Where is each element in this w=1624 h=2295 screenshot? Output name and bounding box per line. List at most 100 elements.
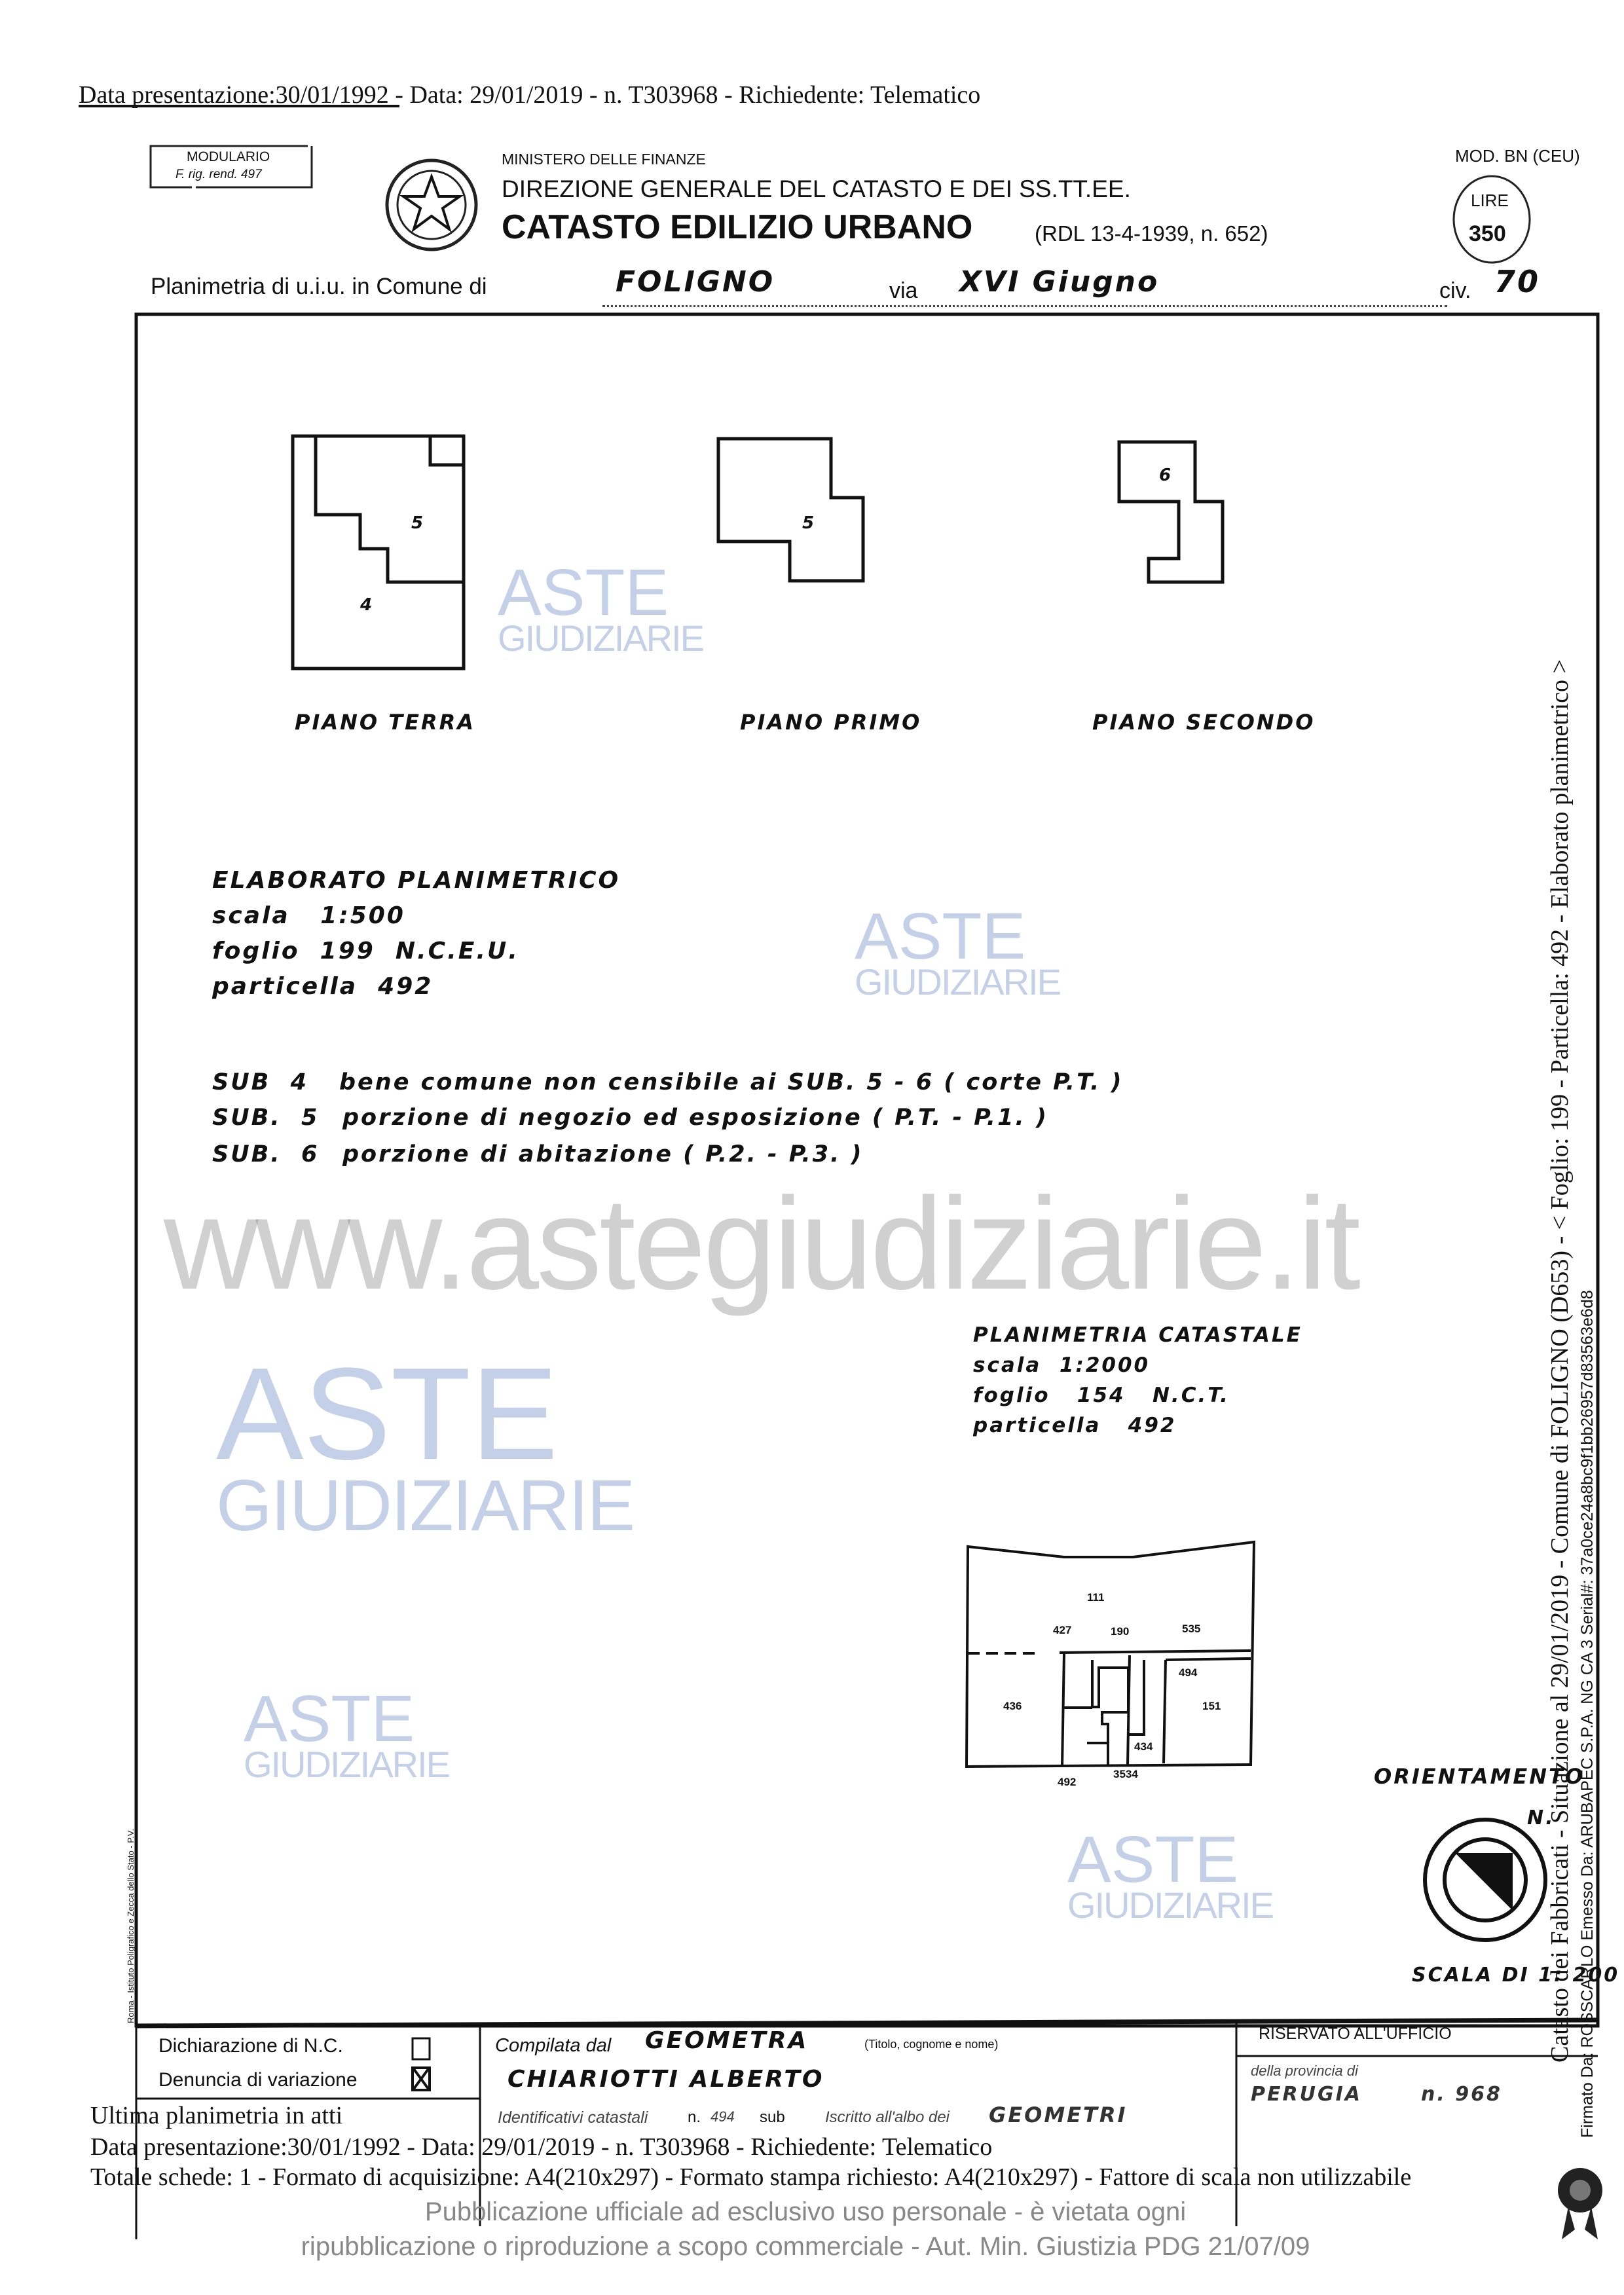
orientation-label: ORIENTAMENTO	[1374, 1764, 1585, 1789]
catastale-foglio: foglio 154 N.C.T.	[973, 1384, 1230, 1407]
map-parcel-label: 492	[1058, 1776, 1077, 1788]
n-value: 494	[710, 2108, 735, 2125]
iscritto-value: GEOMETRI	[989, 2102, 1128, 2127]
overlay-data-line: Data presentazione:30/01/1992 - Data: 29…	[90, 2133, 993, 2161]
watermark-line: GIUDIZIARIE	[244, 1744, 451, 1785]
sub-code: SUB 4	[212, 1069, 309, 1095]
provincia-label: della provincia di	[1251, 2063, 1358, 2079]
floor-plans	[291, 434, 1225, 670]
map-parcel-label: 3534	[1113, 1768, 1138, 1780]
stamp-lire: LIRE	[1471, 191, 1509, 210]
scale-footer: SCALA DI 1: 200	[1412, 1964, 1620, 1987]
north-label: N.	[1527, 1807, 1555, 1829]
direction: DIREZIONE GENERALE DEL CATASTO E DEI SS.…	[502, 175, 1131, 202]
elaborato-title: ELABORATO PLANIMETRICO	[212, 867, 621, 894]
north-arrow-icon	[1423, 1818, 1547, 1942]
watermark-line: GIUDIZIARIE	[855, 961, 1061, 1002]
cadastral-map	[965, 1540, 1256, 1769]
unit-label: 5	[802, 513, 817, 533]
titolo-hint: (Titolo, cognome e nome)	[864, 2038, 999, 2051]
numero-value: n. 968	[1421, 2083, 1502, 2106]
via-label: via	[889, 278, 918, 303]
legal-notice-2: ripubblicazione o riproduzione a scopo c…	[301, 2232, 1310, 2261]
law-ref: (RDL 13-4-1939, n. 652)	[1035, 221, 1268, 246]
identificativi-label: Identificativi catastali	[498, 2108, 648, 2127]
sub-desc: bene comune non censibile ai SUB. 5 - 6 …	[339, 1069, 1124, 1095]
main-frame	[134, 312, 1600, 2028]
map-parcel-label: 436	[1003, 1700, 1022, 1712]
civ-value: 70	[1494, 264, 1541, 299]
stamp-circle	[1452, 175, 1531, 264]
sub-code: SUB. 5	[212, 1105, 320, 1131]
plan-label: Planimetria di u.i.u. in Comune di	[151, 274, 487, 299]
unit-label: 6	[1159, 466, 1173, 485]
map-parcel-label: 427	[1053, 1624, 1072, 1636]
catastale-particella: particella 492	[973, 1414, 1177, 1437]
seal-icon	[1558, 2168, 1602, 2239]
legal-notice-1: Pubblicazione ufficiale ad esclusivo uso…	[424, 2197, 1187, 2226]
stamp-value: 350	[1469, 221, 1506, 246]
catastale-scale: scala 1:2000	[973, 1353, 1151, 1377]
emblem-icon	[385, 158, 478, 251]
iscritto-label: Iscritto all'albo dei	[825, 2108, 950, 2126]
map-parcel-label: 494	[1179, 1666, 1198, 1679]
elaborato-particella: particella 492	[212, 973, 434, 1000]
ministry: MINISTERO DELLE FINANZE	[502, 151, 706, 168]
map-parcel-label: 190	[1111, 1625, 1130, 1638]
comune-value: FOLIGNO	[616, 265, 775, 299]
modulario-label: MODULARIO	[187, 149, 270, 164]
side-firmato-text: Firmato Da: ROSSCARLO Emesso Da: ARUBAPE…	[1578, 1290, 1596, 2138]
header-top-line: Data presentazione:30/01/1992 - Data: 29…	[79, 81, 981, 109]
watermark-line: GIUDIZIARIE	[498, 617, 705, 659]
side-catasto-text: Catasto dei Fabbricati - Situazione al 2…	[1546, 659, 1574, 2063]
elaborato-scale: scala 1:500	[212, 902, 405, 929]
watermark-line: GIUDIZIARIE	[216, 1465, 635, 1546]
map-parcel-label: 535	[1182, 1623, 1201, 1635]
map-parcel-label: 434	[1134, 1740, 1153, 1753]
elaborato-foglio: foglio 199 N.C.E.U.	[212, 938, 519, 964]
floor-label-primo: PIANO PRIMO	[740, 710, 922, 735]
watermark-line: ASTE	[244, 1682, 415, 1755]
compilata-label: Compilata dal	[495, 2035, 612, 2056]
modulario-ref: F. rig. rend. 497	[175, 168, 262, 181]
watermark-line: ASTE	[498, 556, 669, 629]
ultima-planimetria: Ultima planimetria in atti	[90, 2102, 343, 2129]
map-parcel-label: 151	[1202, 1700, 1221, 1712]
unit-label: 4	[360, 595, 375, 615]
watermark-line: ASTE	[1067, 1823, 1239, 1896]
unit-label: 5	[411, 513, 426, 533]
qualifica-value: GEOMETRA	[645, 2027, 809, 2054]
modulario-box	[149, 145, 313, 189]
checkbox-variazione	[411, 2066, 431, 2091]
floor-label-secondo: PIANO SECONDO	[1092, 710, 1316, 735]
sub-code: SUB. 6	[212, 1141, 320, 1167]
form-grid	[135, 2017, 1598, 2239]
provincia-value: PERUGIA	[1251, 2083, 1362, 2106]
watermark-line: ASTE	[216, 1341, 559, 1487]
compiler-name: CHIARIOTTI ALBERTO	[507, 2066, 824, 2093]
overlay-totale-line: Totale schede: 1 - Formato di acquisizio…	[90, 2163, 1412, 2191]
map-parcel-label: 111	[1087, 1591, 1105, 1604]
model-code: MOD. BN (CEU)	[1455, 146, 1580, 166]
n-label: n.	[688, 2108, 701, 2126]
denuncia-label: Denuncia di variazione	[158, 2069, 358, 2091]
civ-label: civ.	[1439, 278, 1471, 303]
address-dotted-line	[602, 305, 1447, 307]
via-value: XVI Giugno	[959, 265, 1160, 299]
sub-desc: porzione di abitazione ( P.2. - P.3. )	[342, 1141, 864, 1167]
dichiarazione-label: Dichiarazione di N.C.	[158, 2035, 343, 2057]
sub-label: sub	[760, 2108, 785, 2126]
checkbox-nc	[411, 2037, 431, 2061]
watermark-url: www.astegiudiziarie.it	[164, 1171, 1361, 1317]
watermark-line: GIUDIZIARIE	[1067, 1884, 1274, 1926]
catastale-title: PLANIMETRIA CATASTALE	[973, 1323, 1302, 1347]
riservato-label: RISERVATO ALL'UFFICIO	[1259, 2025, 1452, 2043]
watermark-line: ASTE	[855, 900, 1026, 973]
floor-label-terra: PIANO TERRA	[295, 710, 475, 735]
